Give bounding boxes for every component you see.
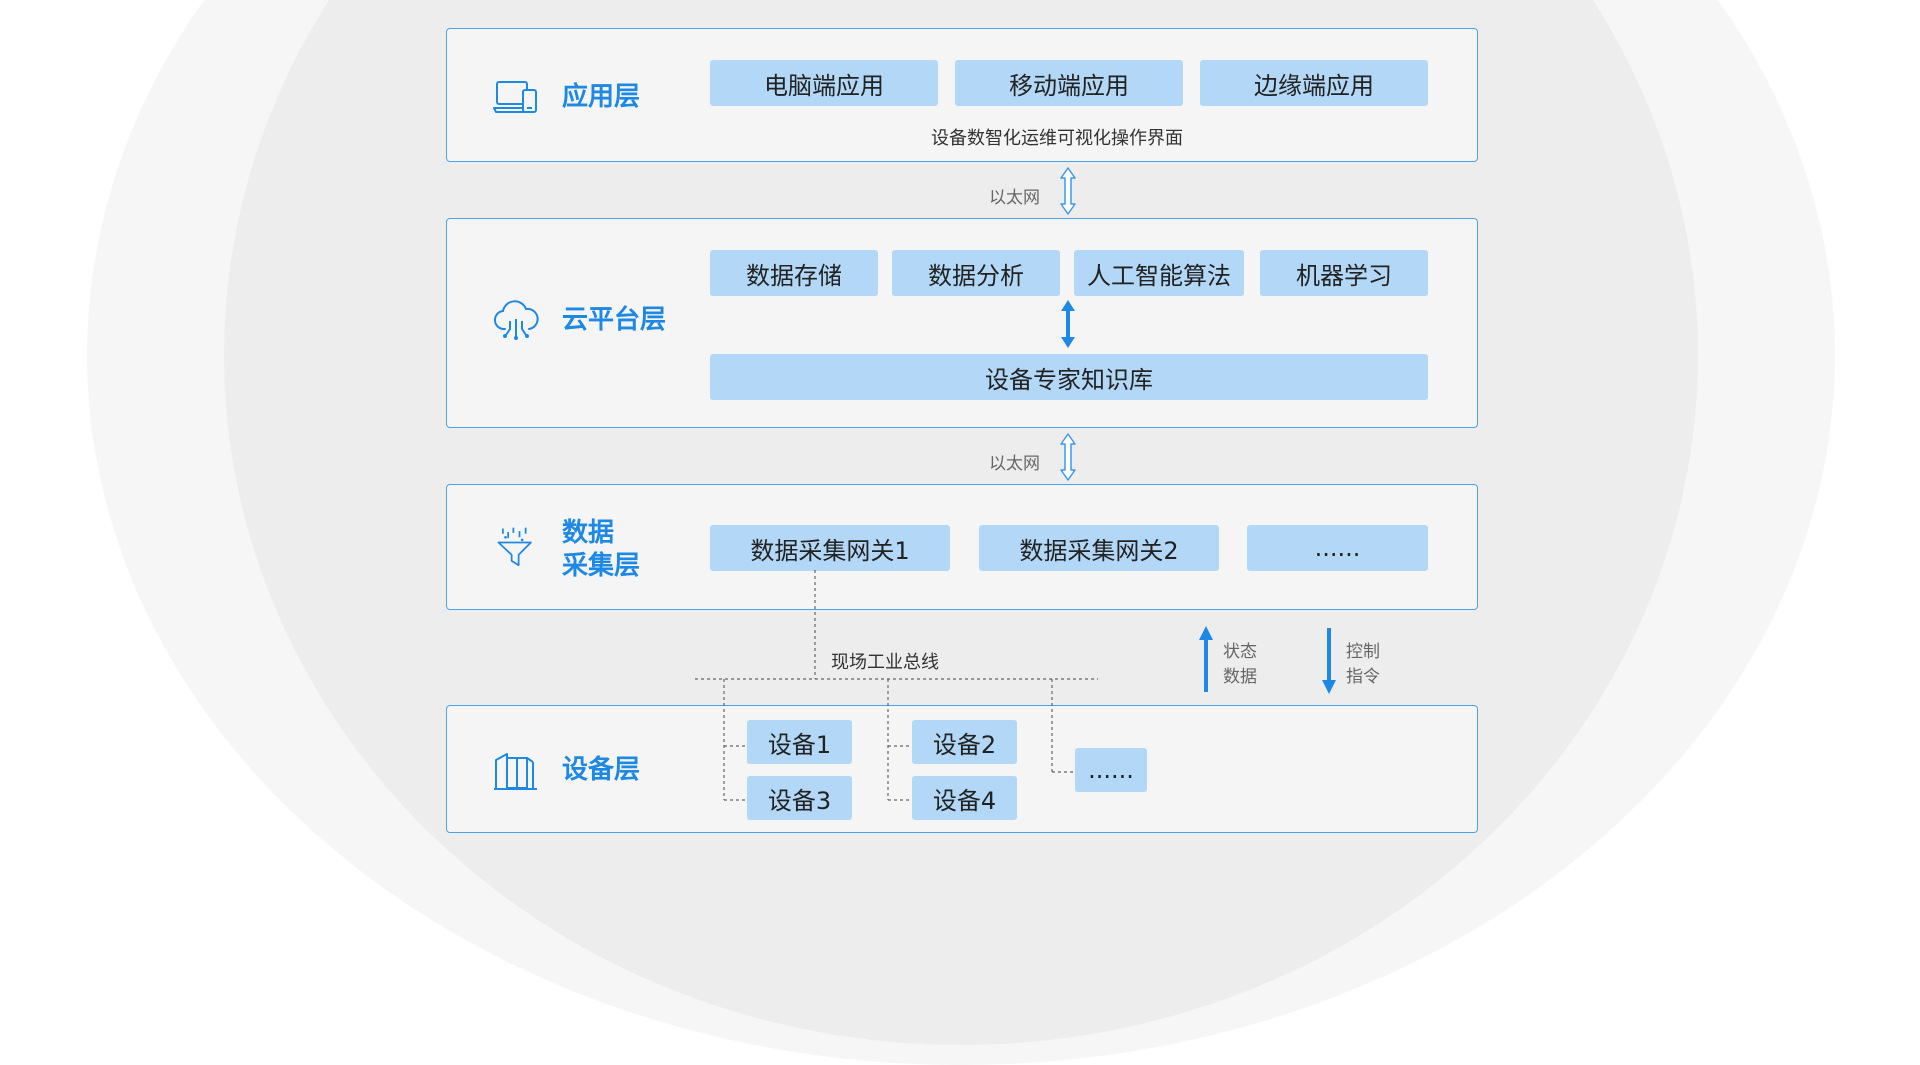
gateway-more-box: ......	[1247, 525, 1428, 571]
status-data-up-arrow	[1199, 626, 1213, 692]
laptop-phone-icon	[493, 81, 537, 113]
edge-app-box: 边缘端应用	[1200, 60, 1428, 106]
ethernet-label-1: 以太网	[989, 188, 1040, 208]
acquisition-layer-title-line1: 数据	[562, 518, 615, 548]
device-1-box: 设备1	[747, 720, 852, 764]
device-3-box: 设备3	[747, 776, 852, 820]
ui-caption: 设备数智化运维可视化操作界面	[931, 128, 1183, 149]
expert-knowledge-base-box: 设备专家知识库	[710, 354, 1428, 400]
device-layer-title: 设备层	[562, 755, 641, 785]
control-command-label-line1: 控制	[1346, 642, 1380, 662]
cloud-network-icon	[494, 300, 539, 340]
device-more-box: ......	[1075, 748, 1147, 792]
ethernet-double-arrow-2	[1060, 433, 1076, 481]
application-layer-title: 应用层	[562, 82, 641, 112]
status-data-label-line2: 数据	[1223, 667, 1257, 687]
device-layer-panel: 设备层 设备1 设备2 设备3 设备4 ......	[446, 705, 1478, 833]
ethernet-label-2: 以太网	[989, 454, 1040, 474]
data-analysis-box: 数据分析	[892, 250, 1060, 296]
control-command-label-line2: 指令	[1346, 667, 1380, 687]
acquisition-layer-title-line2: 采集层	[562, 551, 641, 581]
gateway-1-box: 数据采集网关1	[710, 525, 950, 571]
funnel-icon	[497, 527, 532, 567]
gateway-2-box: 数据采集网关2	[979, 525, 1219, 571]
status-data-label-line1: 状态	[1223, 642, 1257, 662]
data-storage-box: 数据存储	[710, 250, 878, 296]
control-command-down-arrow	[1322, 628, 1336, 694]
device-4-box: 设备4	[912, 776, 1017, 820]
mobile-app-box: 移动端应用	[955, 60, 1183, 106]
cloud-layer-title: 云平台层	[562, 305, 667, 335]
ai-algorithm-box: 人工智能算法	[1074, 250, 1244, 296]
cloud-internal-arrow	[1061, 300, 1075, 348]
acquisition-layer-panel: 数据 采集层 数据采集网关1 数据采集网关2 ......	[446, 484, 1478, 610]
machine-learning-box: 机器学习	[1260, 250, 1428, 296]
field-bus-label: 现场工业总线	[831, 652, 939, 673]
ethernet-double-arrow-1	[1060, 167, 1076, 215]
cloud-layer-panel: 云平台层 数据存储 数据分析 人工智能算法 机器学习 设备专家知识库	[446, 218, 1478, 428]
device-2-box: 设备2	[912, 720, 1017, 764]
device-cabinet-icon	[494, 753, 537, 790]
application-layer-panel: 应用层 电脑端应用 移动端应用 边缘端应用 设备数智化运维可视化操作界面	[446, 28, 1478, 162]
pc-app-box: 电脑端应用	[710, 60, 938, 106]
field-bus-lines	[695, 570, 1098, 801]
connector-overlay	[695, 167, 1336, 801]
